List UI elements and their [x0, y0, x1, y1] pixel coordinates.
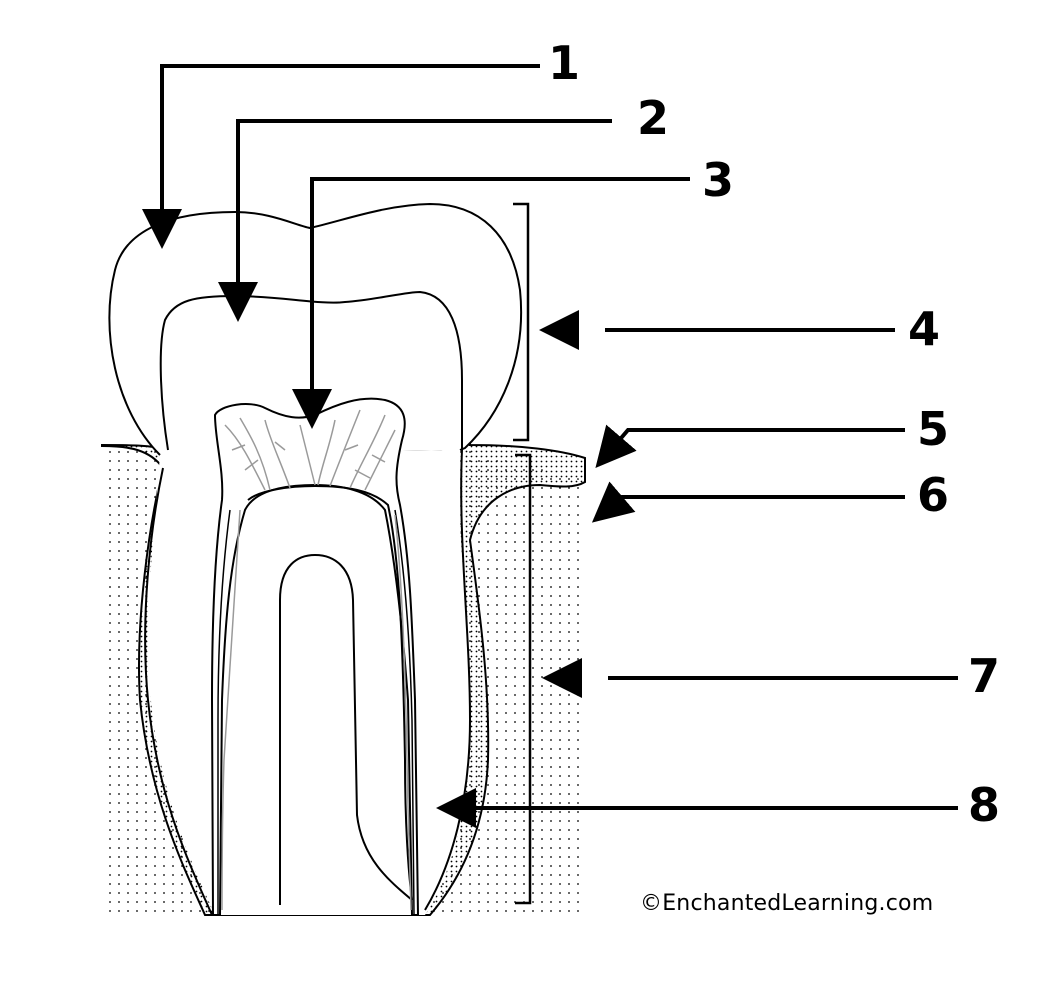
- leader-2: [218, 119, 612, 322]
- label-5: 5: [917, 402, 950, 456]
- label-1: 1: [548, 36, 581, 90]
- label-6: 6: [917, 468, 950, 522]
- pulp-vessels: [221, 409, 412, 911]
- root-bracket: [515, 453, 532, 905]
- label-7: 7: [968, 649, 1001, 703]
- label-4: 4: [908, 302, 941, 356]
- root-outline-right: [424, 449, 472, 911]
- label-8: 8: [968, 778, 1001, 832]
- leader-5: [595, 424, 905, 469]
- label-2: 2: [637, 91, 670, 145]
- root-canal-inner: [217, 509, 415, 916]
- interradicular-outline: [247, 484, 413, 905]
- leader-lines: [142, 64, 958, 828]
- leader-3: [292, 177, 690, 429]
- label-3: 3: [702, 153, 735, 207]
- leader-6: [591, 481, 905, 523]
- root-outline-left: [144, 467, 213, 916]
- enamel-outline: [108, 202, 522, 456]
- dentin-boundary: [159, 290, 464, 451]
- leader-1: [142, 64, 540, 249]
- tooth-body: [148, 450, 471, 915]
- crown-bracket: [513, 202, 530, 442]
- copyright-credit: ©EnchantedLearning.com: [640, 891, 934, 916]
